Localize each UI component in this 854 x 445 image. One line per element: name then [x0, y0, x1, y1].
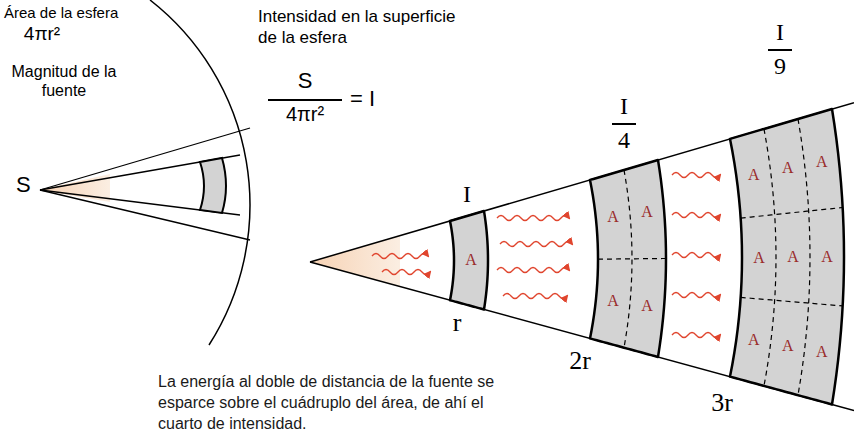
area-label: A	[816, 344, 828, 360]
label: r	[453, 310, 462, 336]
energy-wave	[672, 293, 720, 298]
sphere-patch: A A A A	[587, 157, 670, 360]
label: I	[620, 94, 628, 118]
patch-grid	[741, 208, 843, 219]
label: I	[463, 182, 471, 206]
cone-glow	[310, 236, 400, 287]
sphere-arc	[150, 0, 250, 345]
label: Área de la esfera	[4, 5, 118, 20]
energy-wave	[672, 173, 720, 178]
label: S	[298, 70, 313, 92]
area-label: A	[821, 249, 833, 265]
caption: La energía al doble de distancia de la f…	[158, 372, 510, 434]
patch-shape	[730, 109, 844, 404]
energy-wave	[382, 270, 430, 275]
energy-wave	[497, 268, 569, 273]
area-label: A	[641, 204, 653, 220]
energy-wave	[672, 333, 720, 338]
fraction-bar	[268, 99, 342, 101]
label: Magnitud de la fuente	[8, 62, 120, 100]
energy-wave	[500, 242, 572, 247]
sphere-patch: A	[447, 208, 492, 312]
area-label: A	[465, 252, 477, 268]
patch-grid	[798, 119, 810, 395]
label: 9	[774, 54, 786, 78]
energy-wave	[372, 254, 428, 259]
area-label: A	[782, 338, 794, 354]
label: S	[16, 174, 31, 196]
label: = I	[350, 88, 375, 110]
area-label: A	[607, 293, 619, 309]
patch-grid	[764, 129, 776, 386]
area-label: A	[607, 209, 619, 225]
patch-grid	[741, 297, 843, 306]
label: 4πr²	[286, 104, 324, 124]
patch-shape	[590, 160, 666, 357]
sphere-patch: A A A A A A A A A	[727, 106, 848, 407]
patch-shape	[450, 211, 488, 309]
energy-wave	[497, 216, 569, 221]
energy-wave	[503, 294, 567, 299]
energy-wave	[672, 253, 720, 258]
area-label: A	[753, 250, 765, 266]
label: Intensidad en la superficie de la esfera	[258, 6, 473, 49]
fraction-bar	[612, 123, 636, 125]
area-label: A	[816, 154, 828, 170]
sphere-patch	[200, 158, 226, 213]
label: 3r	[711, 390, 733, 416]
area-label: A	[748, 332, 760, 348]
fraction-bar	[768, 49, 792, 51]
area-label: A	[782, 160, 794, 176]
area-label: A	[748, 167, 760, 183]
energy-wave	[672, 213, 720, 218]
patch-grid	[598, 258, 666, 260]
label: 4	[618, 128, 630, 152]
label: 2r	[569, 348, 591, 374]
label: 4πr²	[24, 24, 60, 43]
label: I	[776, 20, 784, 44]
area-label: A	[641, 298, 653, 314]
area-label: A	[787, 249, 799, 265]
patch-outline	[587, 157, 670, 360]
